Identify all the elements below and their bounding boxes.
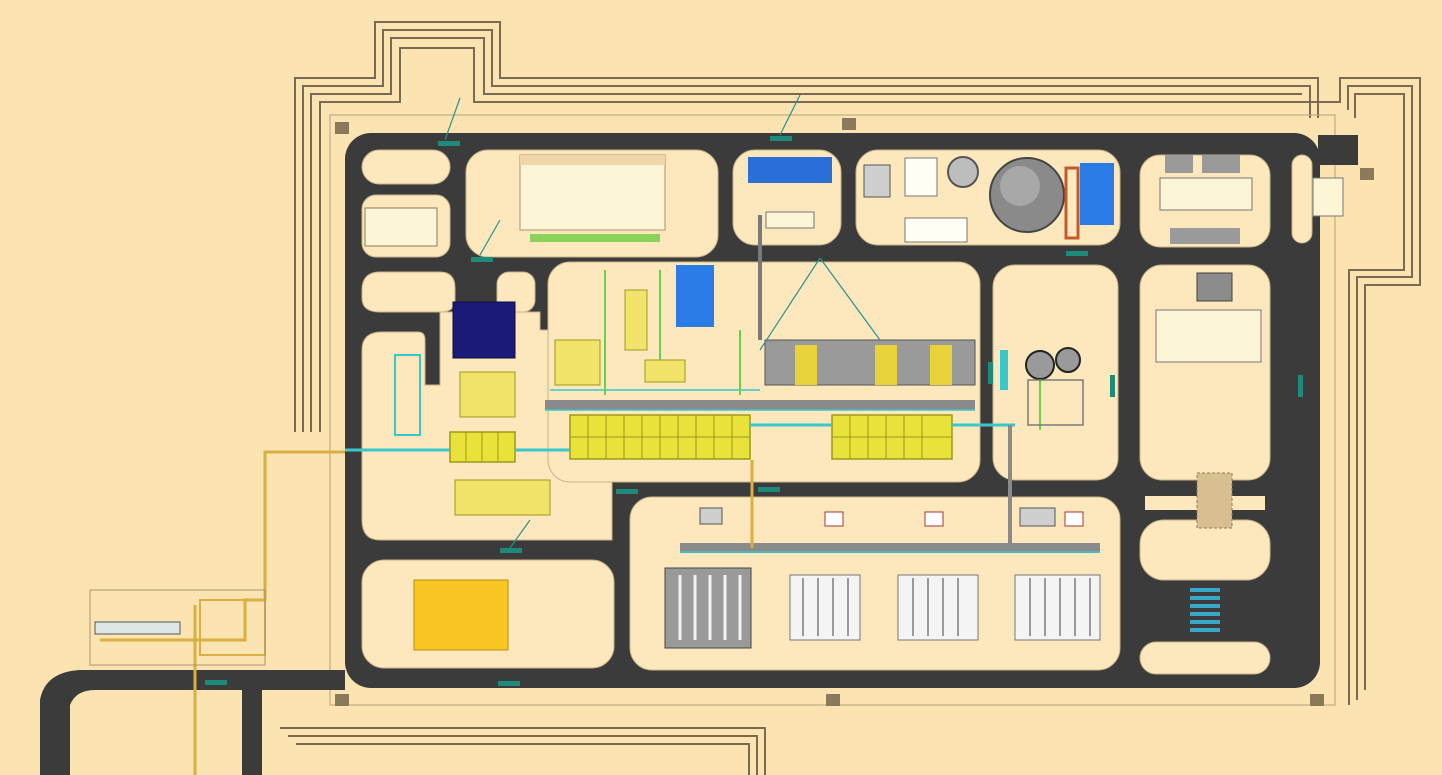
tanks [947, 156, 1080, 240]
buildings [364, 154, 1344, 651]
block-east-small-2 [1139, 641, 1271, 675]
equipment-process-north [554, 339, 601, 386]
east-large-building [1155, 309, 1262, 363]
ramp-lines [1190, 588, 1220, 632]
transformer-array-lines [802, 578, 1091, 636]
equipment-yellow-e3 [930, 345, 952, 385]
switchyard-box-2 [824, 511, 844, 527]
switchyard-box-4 [1019, 507, 1056, 527]
block-east-corner [1291, 154, 1313, 244]
switchyard-box-5 [1064, 511, 1084, 527]
switchyard [664, 507, 1101, 649]
equipment-west-lower [454, 479, 551, 516]
switchyard-box-1 [699, 507, 723, 525]
transformer-array-2 [897, 574, 979, 641]
transformer-array-grey [664, 567, 752, 649]
access-road-south [242, 688, 262, 775]
leader-lines [444, 94, 881, 549]
warehouse-building [519, 154, 666, 231]
equipment-process-north-2 [624, 289, 648, 351]
gold-building-icon [413, 579, 509, 651]
corner-markers [335, 118, 1374, 706]
spherical-tank-icon [947, 156, 979, 188]
block-west-upper [361, 271, 456, 313]
process-equipment [394, 289, 976, 516]
access-road [40, 670, 345, 775]
tank-farm-bldg-1 [904, 157, 938, 197]
ne-shelter-2 [1202, 155, 1240, 173]
red-pipe-rack [1064, 166, 1080, 240]
blue-building-icon [748, 157, 832, 183]
module-grid-east-lines [832, 415, 952, 459]
equipment-west-cluster [459, 371, 516, 418]
pipe-green-runs [604, 270, 1041, 430]
gatehouse [1196, 472, 1233, 529]
blue-building-3 [1080, 163, 1114, 225]
main-pipe-rack [345, 423, 1015, 452]
road-labels [205, 136, 1303, 686]
ne-building [1159, 177, 1253, 211]
block-east-small-1 [1139, 519, 1271, 581]
blue-building-2 [676, 265, 714, 327]
module-grid-west-lines [465, 432, 499, 462]
equipment-process-mid [644, 359, 686, 383]
switchyard-box-3 [924, 511, 944, 527]
warehouse-awning [520, 155, 665, 165]
equipment-yellow-e1 [795, 345, 817, 385]
equipment-yellow-e2 [875, 345, 897, 385]
warehouse-green-strip [530, 234, 660, 242]
pipe-rack-cyan-2 [545, 389, 975, 411]
perimeter-wall [280, 21, 1421, 775]
ne-shelter-1 [1165, 155, 1193, 173]
equipment-west-vertical [394, 354, 421, 436]
tank-farm-bldg-3 [863, 164, 891, 198]
east-corner-building [1312, 177, 1344, 217]
inlet-facility [89, 589, 266, 666]
road-east-stub [1318, 135, 1358, 165]
tank-farm-bldg-2 [904, 217, 968, 243]
road-label-icon [438, 141, 460, 146]
nw-building [364, 207, 438, 247]
blue-shed-base [765, 211, 815, 229]
east-grey-box [1196, 272, 1233, 302]
block-small-north [361, 149, 451, 185]
ne-shelter-3 [1170, 228, 1240, 244]
east-process-machinery [1000, 347, 1084, 426]
transformer-array-3 [1014, 574, 1101, 641]
transformer-array-1 [789, 574, 861, 641]
transformer-array-grey-lines [678, 575, 742, 640]
module-grid-central-lines [570, 415, 750, 459]
navy-building-icon [452, 301, 516, 359]
